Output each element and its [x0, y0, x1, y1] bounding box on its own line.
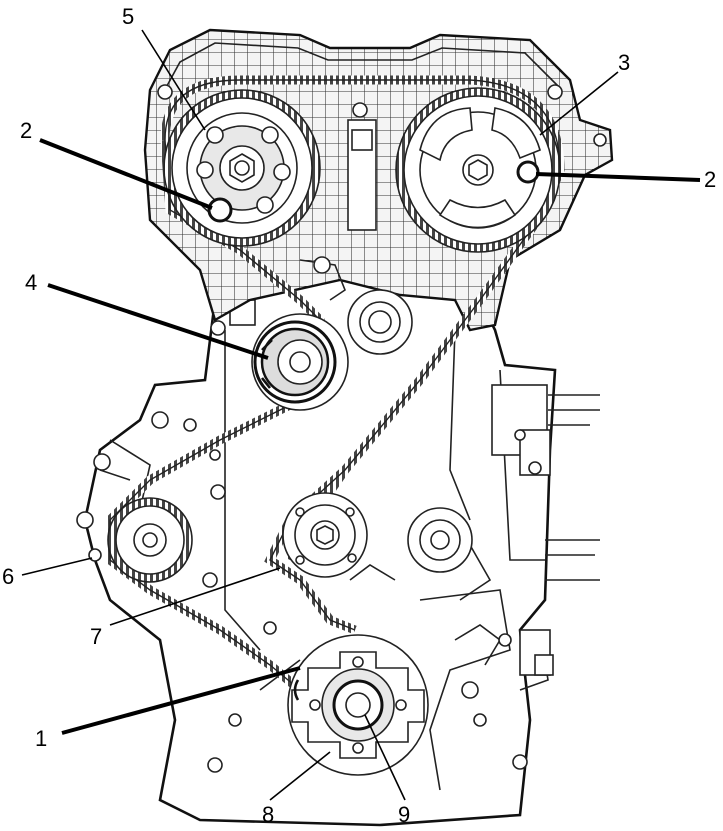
callout-2-left: 2: [20, 118, 32, 143]
callout-4: 4: [25, 270, 37, 295]
timing-pin-left: [207, 197, 233, 223]
crankshaft-pulley: [287, 634, 429, 776]
lower-idler-pulley: [282, 492, 368, 578]
exhaust-camshaft-pulley: [163, 89, 321, 247]
callout-9: 9: [398, 802, 410, 827]
crank-timing-mark: [293, 679, 300, 701]
water-pump-pulley: [107, 497, 193, 583]
callout-2-right: 2: [704, 167, 716, 192]
callout-1: 1: [35, 726, 47, 751]
leader-lines: [21, 29, 701, 801]
callout-8: 8: [262, 802, 274, 827]
upper-idler-pulley: [299, 256, 413, 355]
callout-5: 5: [122, 4, 134, 29]
belt-tensioner: [251, 313, 349, 411]
callout-7: 7: [90, 624, 102, 649]
callout-labels: 5 2 3 2 4 6 7 1 8 9: [2, 4, 716, 827]
engine-block: [76, 299, 600, 827]
callout-3: 3: [618, 50, 630, 75]
timing-pin-right: [516, 160, 540, 184]
intake-camshaft-pulley: [395, 87, 561, 253]
callout-6: 6: [2, 564, 14, 589]
auxiliary-pulley: [349, 507, 473, 581]
